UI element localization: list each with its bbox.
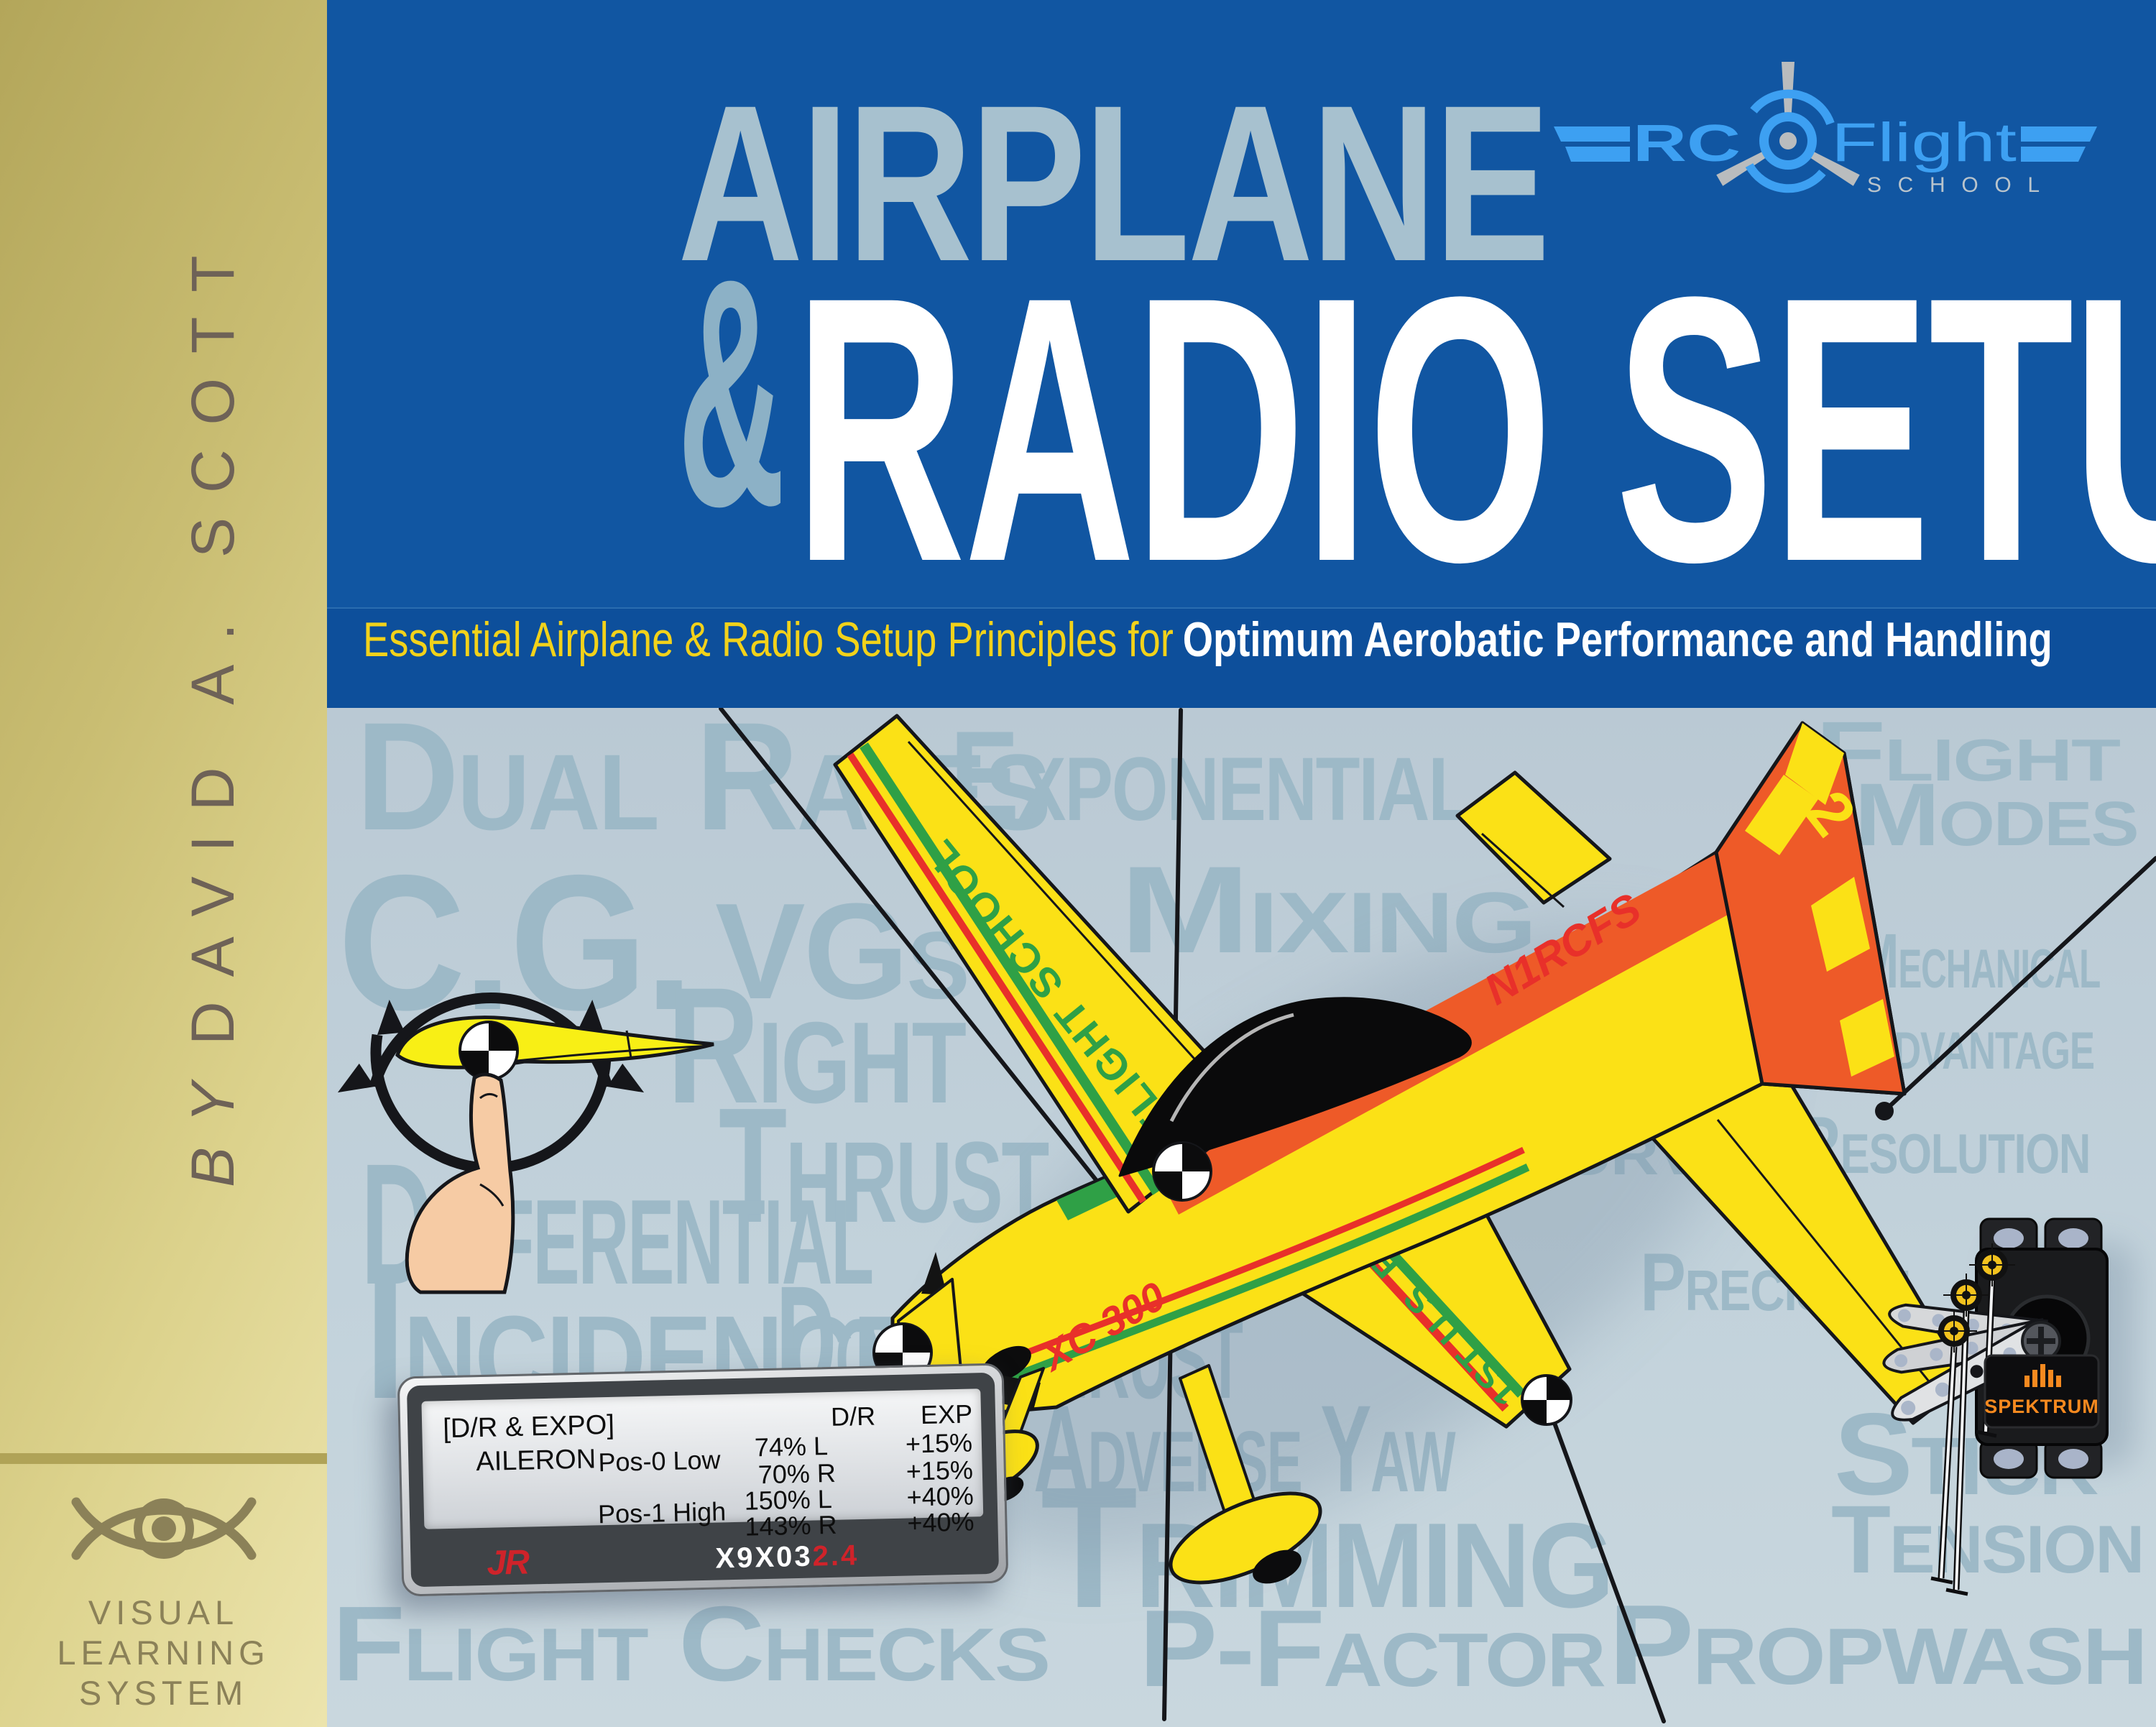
- balance-strings: [719, 708, 2156, 1723]
- title-airplane: AIRPLANE: [678, 58, 1550, 308]
- logo-rc-text: RC: [1633, 115, 1741, 172]
- servo-brand-panel: SPEKTRUM: [1984, 1354, 2100, 1429]
- author-by: BY: [179, 1057, 247, 1187]
- fin-checker: 2: [1714, 721, 1907, 1096]
- eye-icon: [71, 1497, 256, 1560]
- cg-symbol-icon: [1152, 1141, 1212, 1202]
- hand-icon: [405, 1072, 515, 1294]
- artwork-layer: 1ST U.S. R/C 2: [337, 708, 2156, 1723]
- balance-string: [719, 708, 1102, 1187]
- propeller-icon: [1716, 62, 1860, 193]
- ball-links: [1931, 1243, 2015, 1353]
- radio-lcd-device: [D/R & EXPO] AILERON D/R EXP Pos-0 Low P…: [397, 1363, 1009, 1597]
- lcd-model-white: X9X03: [714, 1540, 814, 1575]
- arrowheads: [337, 1000, 645, 1093]
- vls-line-1: VISUAL: [88, 1593, 239, 1631]
- sidebar-divider: [0, 1453, 327, 1464]
- watermark-exponential: Exponential: [950, 704, 1473, 847]
- logo-left-wing-stripes-icon: [1554, 126, 1630, 162]
- tagline-bold: Optimum Aerobatic Performance and Handli…: [1182, 612, 2053, 667]
- watermark-thrust: Thrust: [719, 1074, 1049, 1257]
- vls-line-2: LEARNING: [57, 1634, 270, 1672]
- lcd-pos0-label: Pos-0 Low: [597, 1445, 721, 1478]
- lcd-brand-jr: JR: [486, 1543, 529, 1583]
- servo-illustration: SPEKTRUM: [1882, 1217, 2109, 1596]
- cg-symbol-icon: [1521, 1374, 1572, 1426]
- title-radio-setup: RADIO SETUP: [794, 219, 2156, 640]
- lcd-col-exp: EXP: [920, 1399, 973, 1430]
- watermark-right: Right: [667, 952, 967, 1138]
- title-ampersand: &: [678, 213, 786, 574]
- tagline-light: Essential Airplane & Radio Setup Princip…: [363, 612, 1174, 667]
- visual-learning-system-badge: VISUAL LEARNING SYSTEM: [0, 1475, 327, 1713]
- lcd-pos1-label: Pos-1 High: [597, 1496, 727, 1529]
- spektrum-bars-icon: [2024, 1364, 2061, 1387]
- balance-string: [1544, 1399, 1666, 1723]
- watermark-modes: Modes: [1854, 765, 2139, 865]
- vls-line-3: SYSTEM: [78, 1674, 249, 1712]
- lcd-value: +40%: [906, 1506, 975, 1538]
- author-name: DAVID A. SCOTT: [179, 231, 247, 1045]
- lcd-menu-title: [D/R & EXPO]: [442, 1409, 615, 1445]
- watermark-mechanical: Mechanical: [1857, 916, 2101, 1004]
- lcd-model-red: 2.4: [812, 1539, 860, 1572]
- lcd-model-number: X9X032.4: [715, 1539, 860, 1575]
- airfoil-section: [395, 1016, 714, 1069]
- watermark-c-g-: C.G.: [338, 834, 694, 1050]
- cg-symbol-icon: [459, 1021, 519, 1081]
- rc-flight-school-logo: RC Flight SCHOOL: [1554, 62, 2097, 197]
- tagline-bar: [327, 607, 2156, 709]
- airplane-illustration: 1ST U.S. R/C 2: [833, 714, 1970, 1585]
- servo-brand-text: SPEKTRUM: [1984, 1396, 2099, 1417]
- lcd-channel: AILERON: [475, 1444, 596, 1478]
- watermark-p-factor: P-Factor: [1139, 1588, 1606, 1710]
- watermark-tension: Tension: [1831, 1486, 2145, 1594]
- lcd-value: 74% L: [754, 1431, 829, 1463]
- logo-flight-text: Flight: [1831, 112, 2017, 173]
- watermark-propwash: Propwash: [1608, 1582, 2148, 1709]
- lcd-col-dr: D/R: [830, 1401, 876, 1432]
- logo-right-wing-stripes-icon: [2021, 126, 2097, 162]
- balance-string: [1882, 856, 2156, 1113]
- lcd-value: 143% R: [745, 1509, 838, 1542]
- left-stabilizer: [1455, 770, 1612, 908]
- canopy: [1118, 997, 1472, 1177]
- tagline: Essential Airplane & Radio Setup Princip…: [363, 615, 2053, 664]
- sidebar: BY DAVID A. SCOTT VISUAL LEARNING SYSTEM: [0, 0, 327, 1727]
- airfoil-balance-illustration: [337, 993, 714, 1294]
- author-byline: BY DAVID A. SCOTT: [178, 231, 248, 1187]
- watermark-flight: Flight: [1815, 704, 2121, 800]
- lcd-value: +15%: [905, 1427, 973, 1459]
- header-band: AIRPLANE & RADIO SETUP RC: [327, 0, 2156, 619]
- watermark-flight-checks: Flight Checks: [332, 1584, 1051, 1703]
